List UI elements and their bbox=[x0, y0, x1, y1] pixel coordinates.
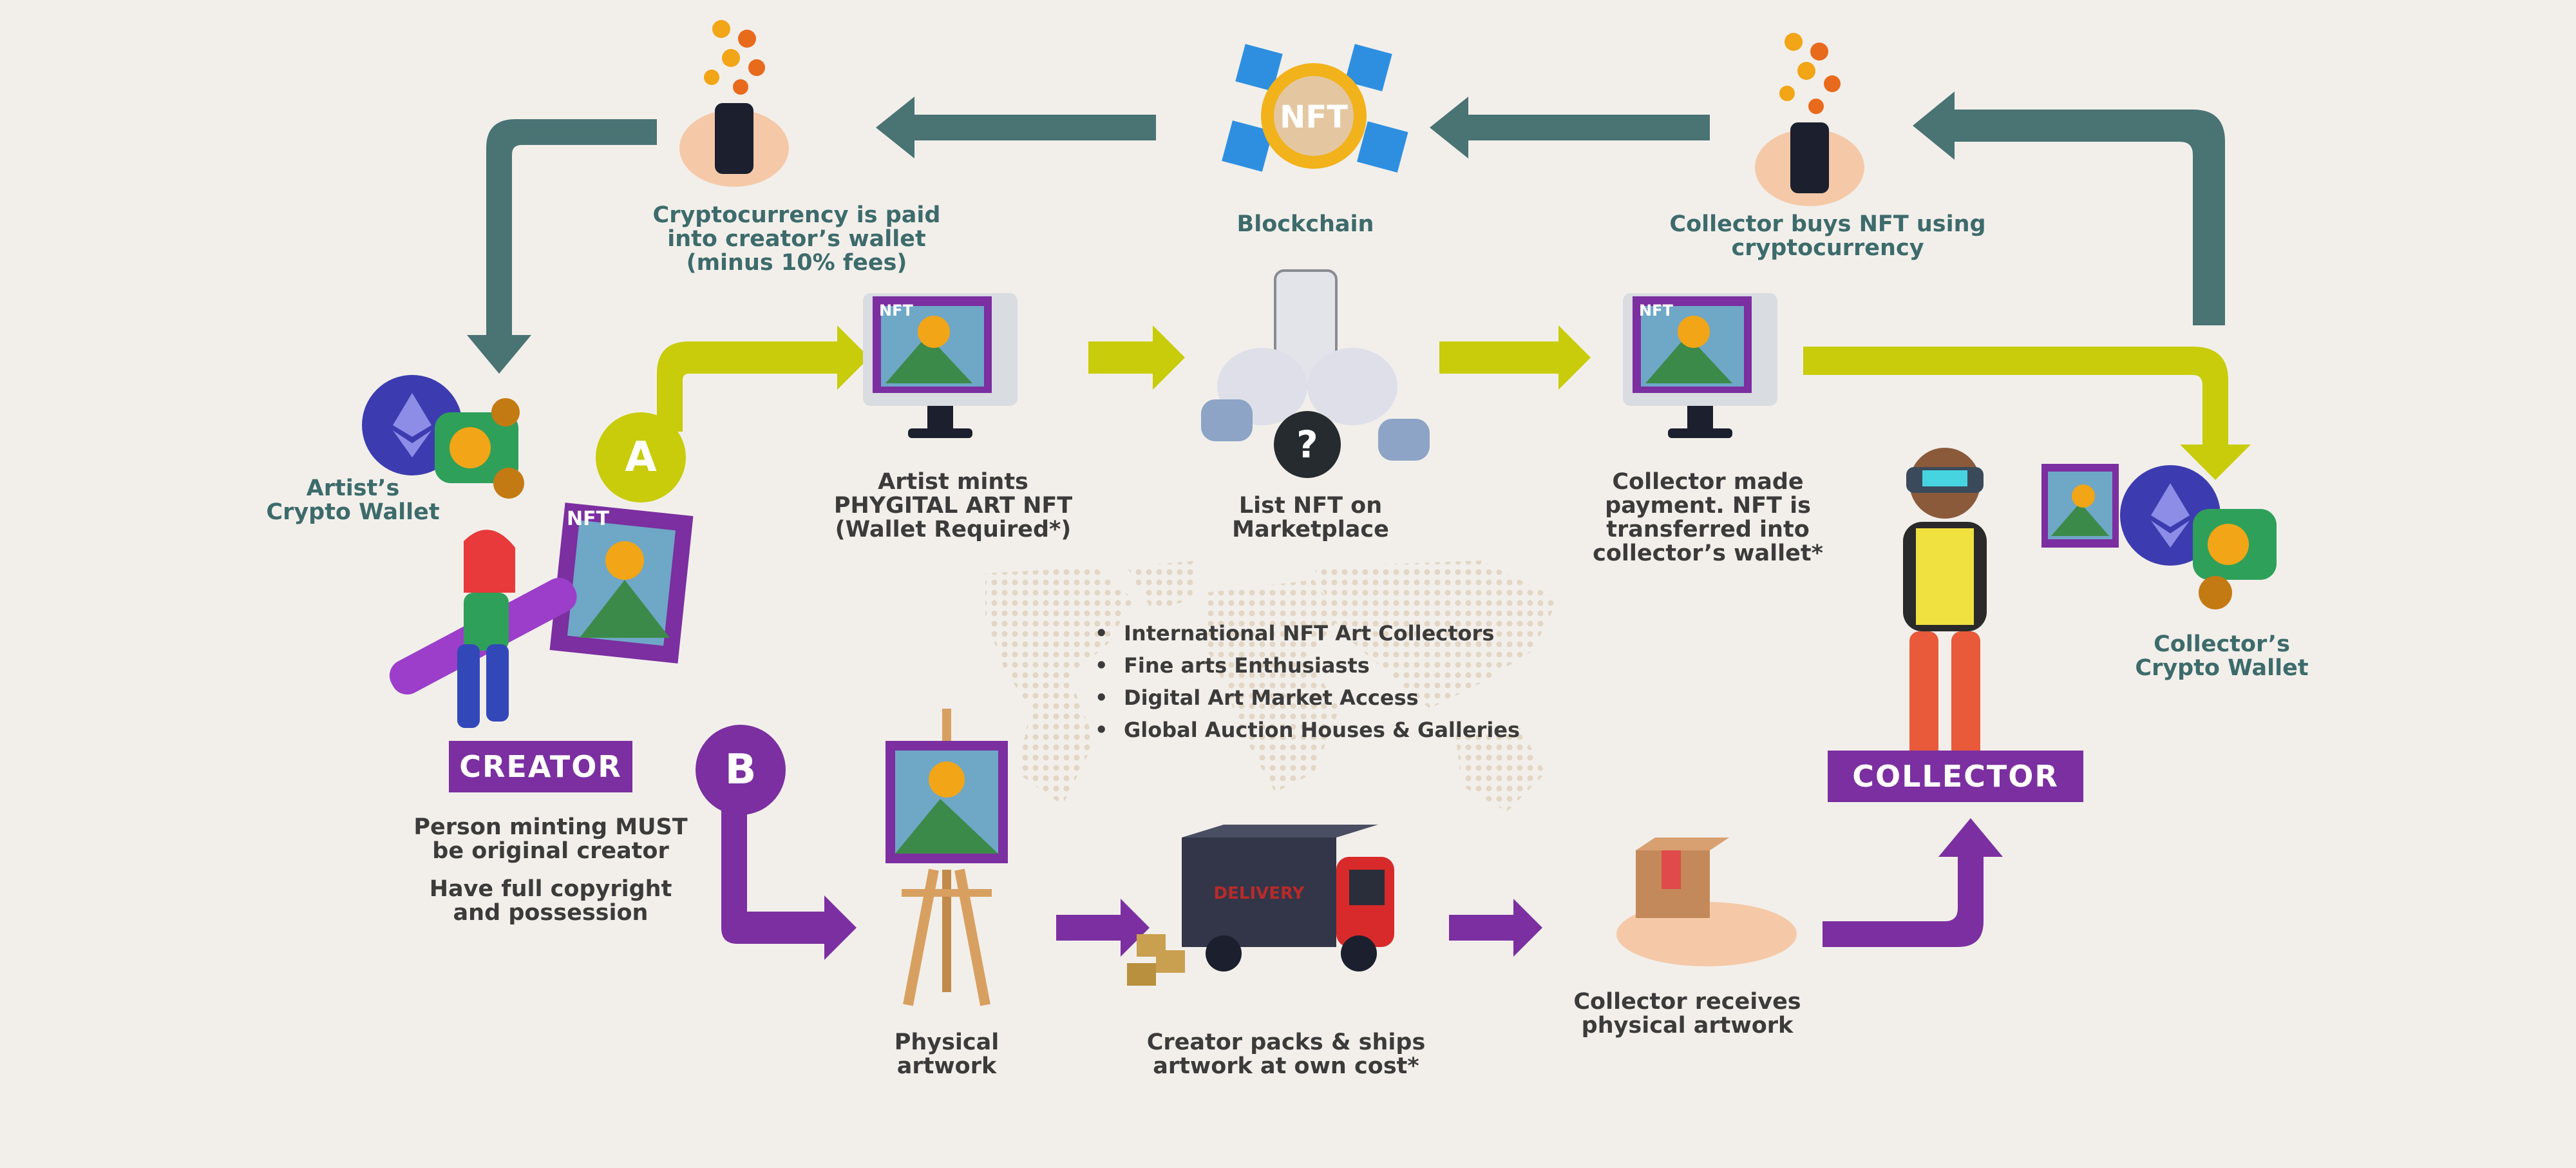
parcel-hand-icon bbox=[1616, 838, 1797, 966]
lime-flow-arrows bbox=[657, 325, 2251, 480]
teal-flow-arrows bbox=[467, 91, 2225, 374]
audience-item: Global Auction Houses & Galleries bbox=[1095, 714, 1520, 746]
nft-monitor-icon-collector: NFT bbox=[1623, 293, 1777, 438]
marketplace-mark: ? bbox=[1296, 423, 1318, 466]
easel-artwork-icon bbox=[886, 709, 1008, 1006]
collector-badge: COLLECTOR bbox=[1828, 751, 2083, 802]
creator-avatar-icon: NFT bbox=[389, 503, 694, 728]
phone-marketplace-icon: ? bbox=[1201, 269, 1430, 478]
route-b-marker: B bbox=[696, 725, 786, 815]
nft-monitor-icon: NFT bbox=[863, 293, 1018, 438]
nft-frame-text: NFT bbox=[567, 508, 610, 530]
delivery-truck-icon: DELIVERY bbox=[1127, 825, 1394, 986]
audience-item: Digital Art Market Access bbox=[1095, 682, 1520, 714]
purple-flow-arrows bbox=[721, 799, 2003, 960]
delivery-text: DELIVERY bbox=[1214, 884, 1305, 903]
coins-hand-phone-icon-right bbox=[1755, 33, 1864, 206]
eth-wallet-icon-collector bbox=[2120, 465, 2277, 609]
audience-item: International NFT Art Collectors bbox=[1095, 617, 1520, 649]
collector-nft-text: NFT bbox=[1639, 302, 1673, 320]
coins-hand-phone-icon bbox=[679, 20, 789, 187]
collector-avatar-icon bbox=[1900, 448, 2119, 778]
route-a-marker: A bbox=[596, 412, 686, 503]
nft-blockchain-icon: NFT bbox=[1222, 44, 1408, 173]
audience-list: International NFT Art Collectors Fine ar… bbox=[1095, 617, 1520, 746]
eth-wallet-icon bbox=[362, 375, 524, 499]
mint-nft-text: NFT bbox=[879, 302, 913, 320]
blockchain-label: Blockchain bbox=[1236, 211, 1374, 237]
audience-item: Fine arts Enthusiasts bbox=[1095, 649, 1520, 682]
nft-coin-text: NFT bbox=[1280, 99, 1348, 135]
creator-badge: CREATOR bbox=[449, 741, 632, 792]
